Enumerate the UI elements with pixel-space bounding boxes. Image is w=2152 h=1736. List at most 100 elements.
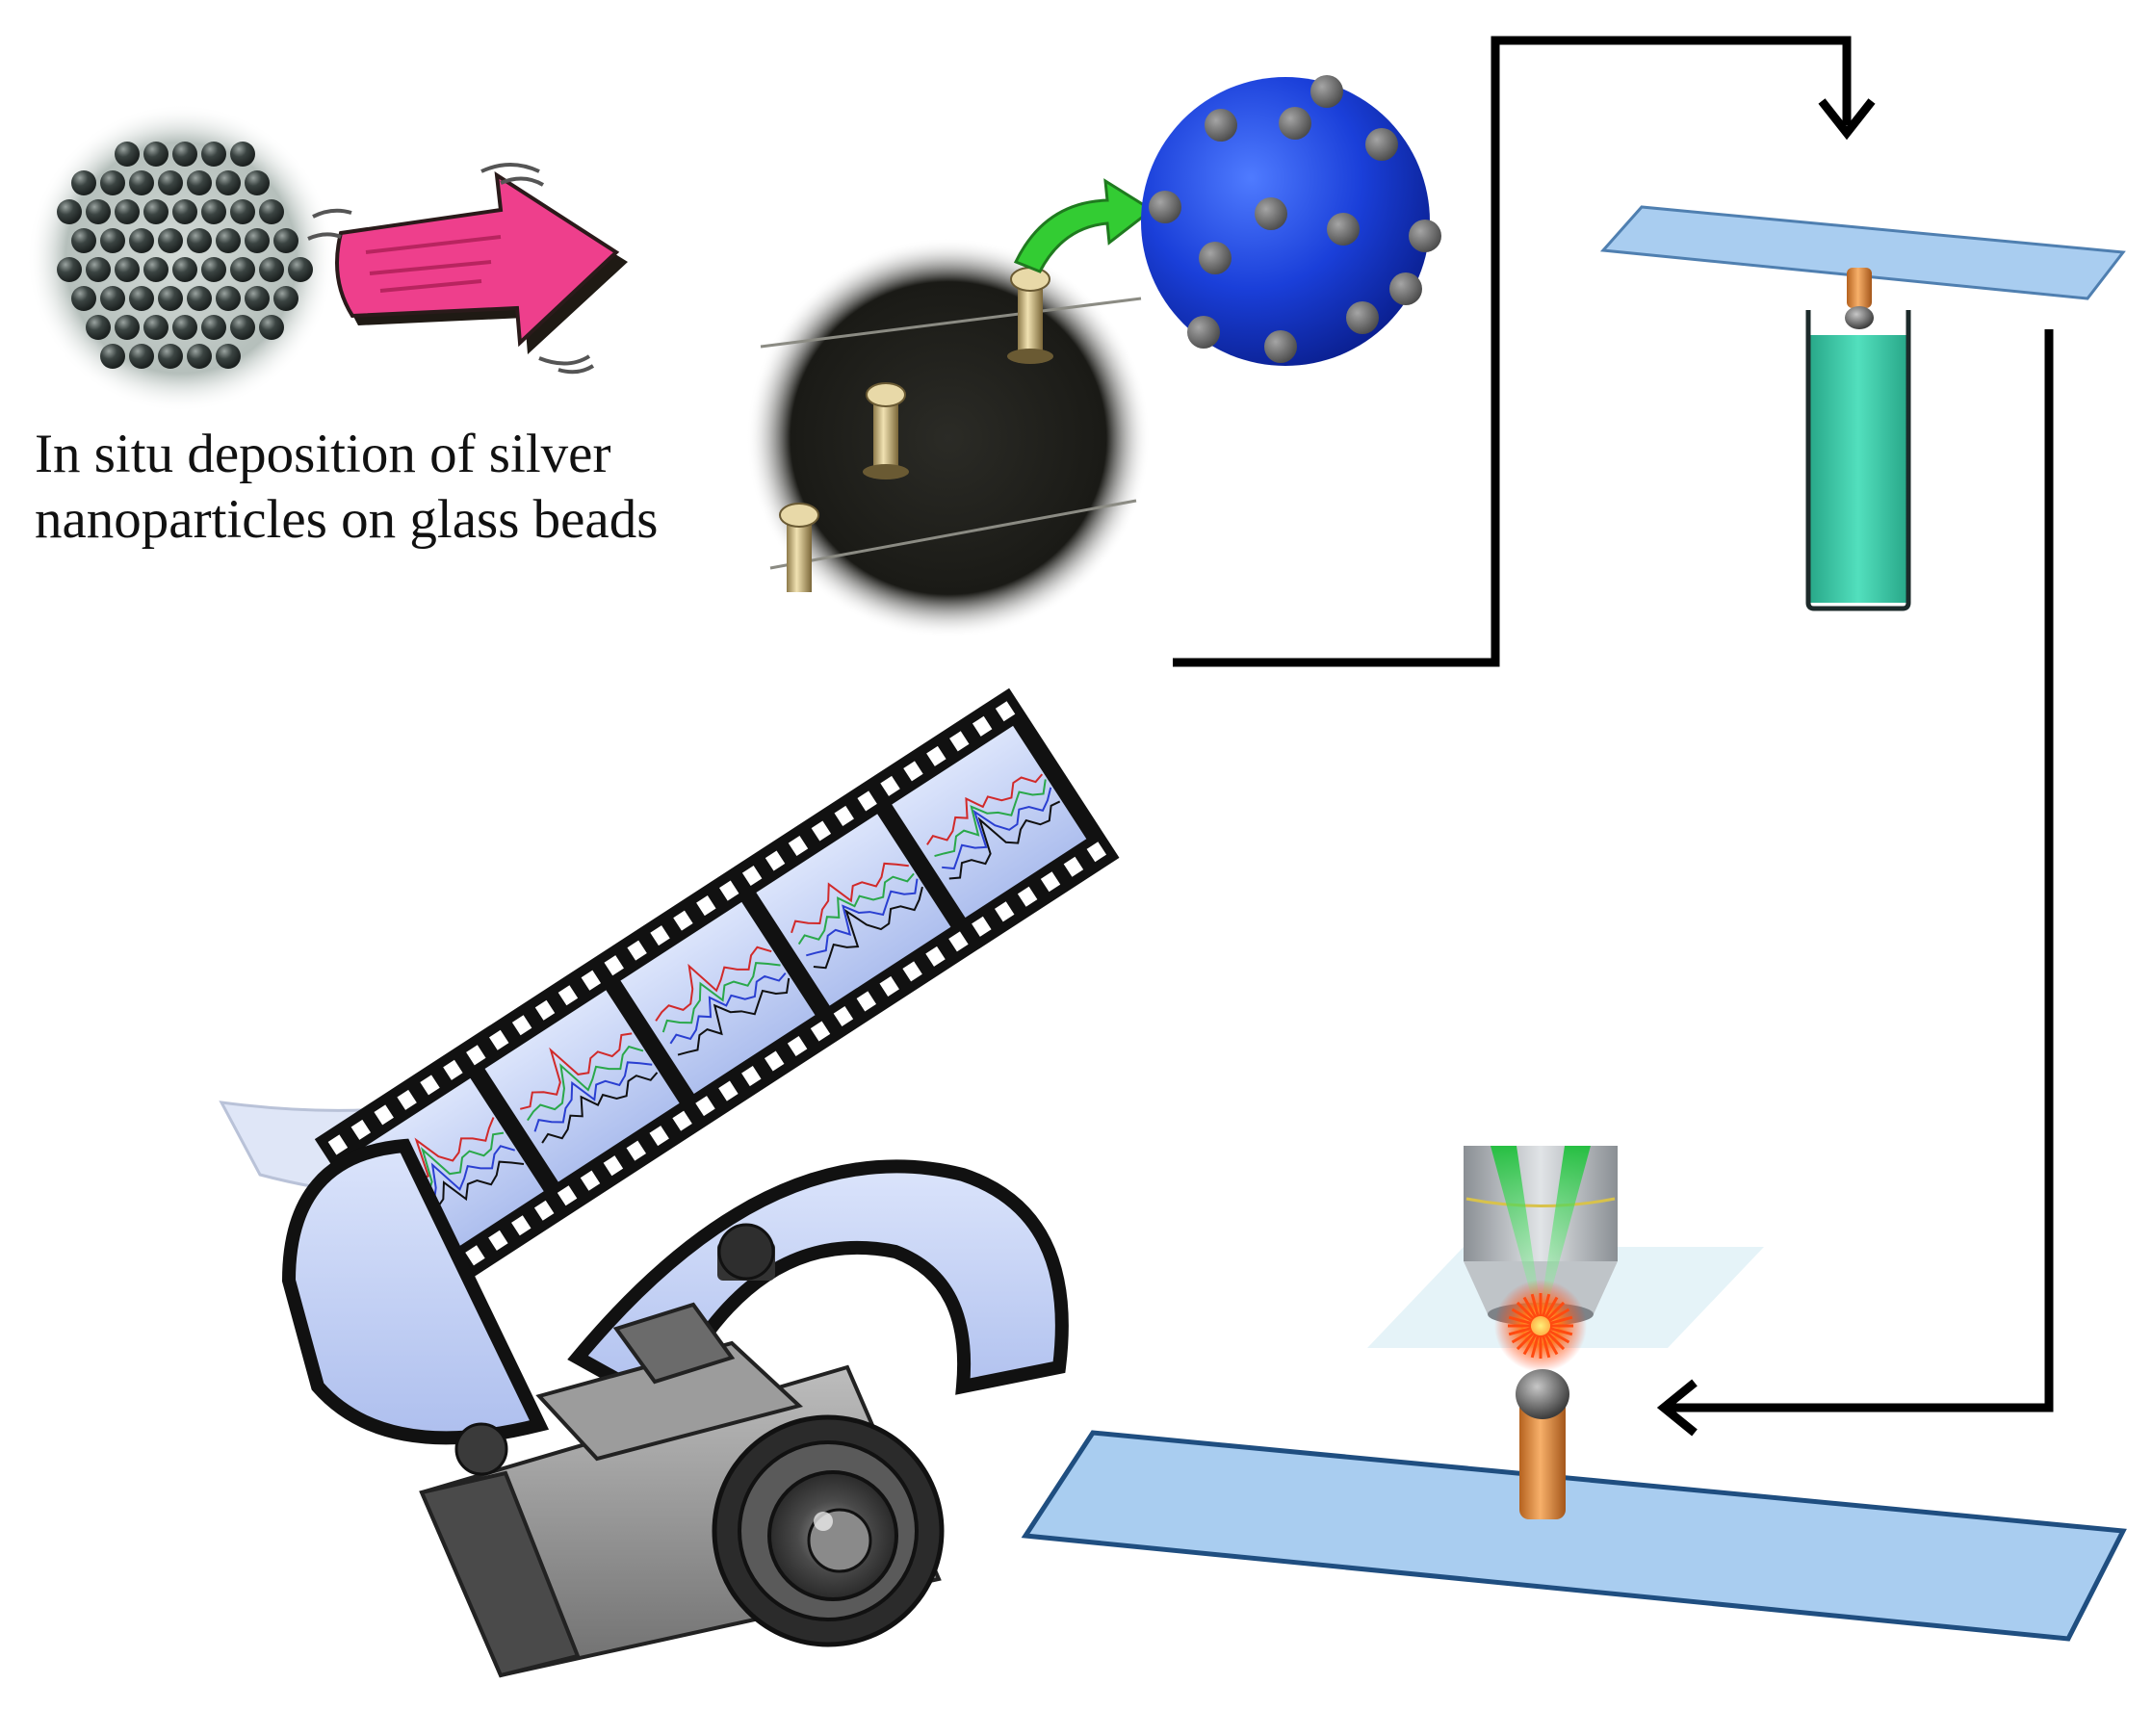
glass-bead	[86, 315, 111, 340]
camera-icon	[419, 1223, 945, 1678]
spectrum-trace	[661, 962, 781, 1033]
film-strip-icon	[219, 687, 1120, 1445]
laser-ray	[1547, 1329, 1570, 1344]
film-sprocket	[695, 1096, 715, 1117]
glass-bead	[216, 344, 241, 369]
glass-bead	[288, 257, 313, 282]
glass-bead	[143, 199, 169, 224]
film-sprocket	[995, 701, 1016, 722]
laser-ray	[1530, 1293, 1540, 1317]
glass-bead	[245, 286, 270, 311]
glass-bead	[57, 199, 82, 224]
glass-bead	[201, 257, 226, 282]
laser-ray	[1516, 1301, 1535, 1320]
glass-bead	[216, 170, 241, 195]
film-sprocket	[765, 850, 786, 871]
laser-ray	[1547, 1308, 1570, 1323]
silver-particle	[1389, 272, 1422, 305]
silver-particle	[1199, 242, 1232, 274]
laser-spot-icon	[1494, 1280, 1587, 1372]
film-sprocket	[534, 999, 556, 1021]
silver-coated-sphere-icon	[1141, 75, 1441, 366]
glass-bead	[57, 257, 82, 282]
glass-bead	[100, 344, 125, 369]
glass-bead	[201, 199, 226, 224]
film-sprocket	[902, 961, 922, 982]
glass-bead	[143, 257, 169, 282]
glass-bead	[143, 142, 169, 167]
spectrum-trace	[813, 886, 923, 970]
film-sprocket	[788, 835, 809, 857]
glass-bead	[115, 142, 140, 167]
film-sprocket	[926, 745, 946, 766]
laser-ray	[1511, 1329, 1534, 1344]
spectrum-trace	[926, 773, 1044, 845]
film-sprocket	[581, 970, 602, 991]
glass-bead	[172, 257, 197, 282]
laser-ray	[1542, 1334, 1551, 1359]
glass-bead	[216, 286, 241, 311]
pin-holder-photo	[746, 238, 1151, 638]
film-sprocket	[350, 1119, 372, 1140]
silver-particle	[1187, 316, 1220, 349]
glass-bead	[187, 344, 212, 369]
glass-bead	[230, 257, 255, 282]
glass-bead	[158, 286, 183, 311]
silver-particle	[1205, 109, 1237, 142]
sample-pin-icon	[1021, 1369, 2127, 1642]
glass-bead	[230, 315, 255, 340]
film-sprocket	[1040, 871, 1061, 893]
glass-bead	[115, 199, 140, 224]
flow-connector	[1173, 36, 2054, 1437]
laser-ray	[1543, 1333, 1559, 1356]
glass-bead	[187, 170, 212, 195]
laser-ray	[1522, 1296, 1538, 1319]
film-sprocket	[880, 775, 900, 796]
silver-particle	[1310, 75, 1343, 108]
spectrum-trace	[655, 946, 772, 1022]
glass-bead	[129, 286, 154, 311]
film-sprocket	[604, 955, 624, 976]
glass-bead	[201, 142, 226, 167]
laser-ray	[1516, 1332, 1535, 1351]
film-sprocket	[925, 946, 946, 967]
film-sprocket	[719, 880, 739, 901]
film-sprocket	[327, 1134, 349, 1155]
film-sprocket	[810, 1021, 831, 1042]
glass-bead	[143, 315, 169, 340]
spectrum-trace	[533, 1061, 653, 1132]
laser-ray	[1530, 1334, 1540, 1359]
film-sprocket	[696, 895, 716, 917]
glass-bead	[172, 315, 197, 340]
film-sprocket	[557, 985, 579, 1006]
glass-bead	[273, 286, 298, 311]
process-caption: In situ deposition of silver nanoparticl…	[35, 422, 766, 553]
silver-particle	[1149, 191, 1181, 223]
film-sprocket	[972, 715, 993, 737]
caption-line-1: In situ deposition of silver	[35, 424, 611, 484]
film-sprocket	[672, 1110, 692, 1131]
film-sprocket	[994, 901, 1015, 922]
silver-particle	[1327, 213, 1360, 246]
film-frame	[484, 990, 680, 1182]
glass-bead	[273, 228, 298, 253]
silver-particle	[1279, 107, 1311, 140]
film-sprocket	[787, 1035, 808, 1057]
glass-bead	[158, 170, 183, 195]
film-sprocket	[626, 1140, 647, 1161]
film-sprocket	[580, 1170, 601, 1191]
spectrum-trace	[942, 787, 1052, 870]
film-sprocket	[627, 940, 647, 961]
glass-bead	[245, 228, 270, 253]
glass-bead	[129, 344, 154, 369]
film-sprocket	[811, 820, 832, 842]
laser-ray	[1549, 1315, 1573, 1325]
spectrum-trace	[677, 977, 791, 1056]
film-sprocket	[972, 916, 992, 937]
glass-bead	[187, 228, 212, 253]
film-sprocket	[1063, 856, 1084, 877]
laser-ray	[1542, 1293, 1551, 1317]
film-sprocket	[466, 1045, 486, 1066]
glass-bead	[71, 228, 96, 253]
caption-line-2: nanoparticles on glass beads	[35, 489, 659, 550]
